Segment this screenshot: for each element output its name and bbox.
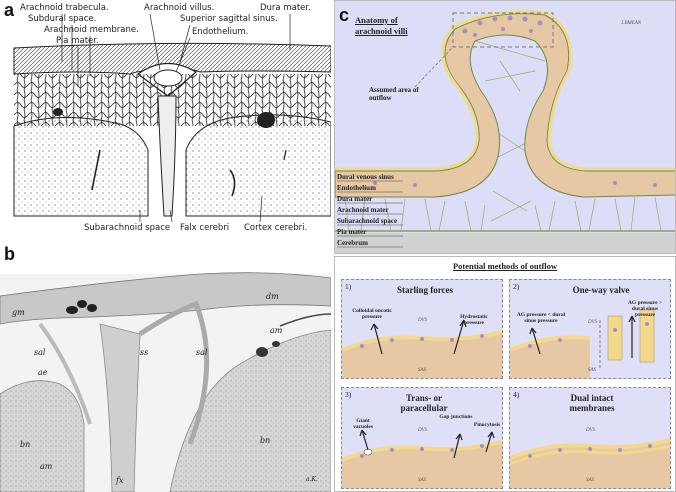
dvs-label: DVS <box>588 320 598 325</box>
sas-label: SAS <box>588 368 597 373</box>
method-number: 2) <box>513 282 520 291</box>
panel-a: a Arachnoid trabecula. Subdural space. A… <box>0 0 331 240</box>
label-subarachnoid-space: Subarachnoid space <box>84 223 171 233</box>
layer-label: Dura mater <box>337 195 373 203</box>
panel-d-title: Potential methods of outflow <box>452 261 558 271</box>
method-title: Trans- or paracellular <box>400 393 448 413</box>
method-card-1: 1) Starling forces Colloidal oncotic pre… <box>341 279 503 379</box>
label-fx: fx <box>116 476 124 485</box>
signature-b: a.K. <box>306 476 318 483</box>
assumed-area-line2: outflow <box>369 94 392 102</box>
label-arachnoid-membrane: Arachnoid membrane. <box>44 25 139 35</box>
panel-c-title-line2: arachnoid villi <box>355 26 408 36</box>
method-note: Hydrostatic pressure <box>460 314 488 327</box>
arachnoid-villus-diagram <box>335 10 675 253</box>
label-superior-sagittal-sinus: Superior sagittal sinus. <box>180 14 278 24</box>
panel-c-letter: c <box>339 5 350 25</box>
method-number: 4) <box>513 390 520 399</box>
label-am-bottom: am <box>40 462 53 471</box>
label-cortex-cerebri: Cortex cerebri. <box>244 223 308 233</box>
label-subdural-space: Subdural space. <box>28 14 97 24</box>
panel-b: b dm gm am sal ss sal ae bn bn am fx a.K… <box>0 244 331 492</box>
panel-b-micrograph <box>0 272 331 492</box>
method-note: Gap junctions <box>439 414 473 420</box>
layer-label: Endothelium <box>337 184 376 192</box>
label-falx-cerebri: Falx cerebri <box>180 223 230 233</box>
label-sal-left: sal <box>34 348 46 357</box>
panel-d: Potential methods of outflow 1) Starling… <box>334 256 676 492</box>
layer-label: Arachnoid mater <box>337 206 389 214</box>
method-note: AG pressure > dural sinus pressure <box>627 300 663 319</box>
panel-c-title-line1: Anatomy of <box>355 15 398 25</box>
panel-a-illustration <box>13 13 331 223</box>
method-title: Dual intact membranes <box>569 393 615 413</box>
method-note: Colloidal oncotic pressure <box>352 308 392 321</box>
panel-b-letter: b <box>4 244 15 264</box>
label-am-top: am <box>270 326 283 335</box>
method-number: 3) <box>345 390 352 399</box>
label-ss: ss <box>140 348 149 357</box>
method-title: One-way valve <box>572 285 630 295</box>
method-number: 1) <box>345 282 352 291</box>
label-pia-mater: Pia mater. <box>56 36 99 46</box>
dvs-label: DVS <box>418 318 428 323</box>
panel-c: c Anatomy of arachnoid villi J.BMEAN Ass… <box>334 0 676 254</box>
layer-label: Subarachnoid space <box>337 217 398 225</box>
method-card-2: 2) One-way valve AG pressure < dural sin… <box>509 279 671 379</box>
dvs-label: DVS <box>586 428 596 433</box>
label-gm: gm <box>12 308 25 317</box>
label-endothelium: Endothelium. <box>192 27 249 37</box>
label-bn-right: bn <box>260 436 271 445</box>
method-card-4: 4) Dual intact membranes DVS SAS <box>509 387 671 489</box>
label-bn-left: bn <box>20 440 31 449</box>
layer-label: Cerebrum <box>337 239 368 247</box>
layer-label: Pia mater <box>337 228 367 236</box>
label-dura-mater: Dura mater. <box>260 3 311 13</box>
dvs-label: DVS <box>418 428 428 433</box>
label-arachnoid-villus: Arachnoid villus. <box>144 3 215 13</box>
sas-label: SAS <box>418 478 427 483</box>
sas-label: SAS <box>418 368 427 373</box>
method-note: Giant vacuoles <box>353 418 373 431</box>
label-dm: dm <box>266 292 279 301</box>
layer-label: Dural venous sinus <box>337 173 394 181</box>
label-sal-right: sal <box>196 348 208 357</box>
sas-label: SAS <box>586 478 595 483</box>
assumed-area-line1: Assumed area of <box>369 86 419 94</box>
method-card-3: 3) Trans- or paracellular Giant vacuoles… <box>341 387 503 489</box>
label-arachnoid-trabecula: Arachnoid trabecula. <box>20 3 109 13</box>
label-ae: ae <box>38 368 48 377</box>
panel-a-letter: a <box>4 0 15 20</box>
method-note: AG pressure < dural sinus pressure <box>516 312 566 325</box>
signature-c: J.BMEAN <box>621 21 642 26</box>
method-title: Starling forces <box>396 285 454 295</box>
method-note: Pinocytosis <box>473 422 501 428</box>
